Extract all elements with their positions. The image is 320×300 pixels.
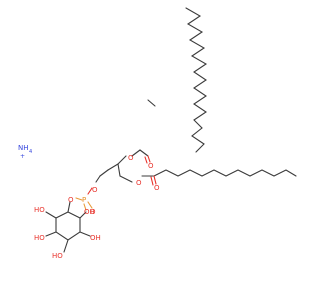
oleoyl-double-bond [147,99,156,107]
glycerol-bond-2 [117,163,121,177]
ester-upper-carbonyl-2 [144,156,148,164]
ester-upper [131,149,151,164]
phosphate-p-double [87,201,93,209]
ester-oxygen-upper: O [128,154,134,162]
phosphate-oxygen-inositol: O [68,196,74,204]
ammonium-subscript: 4 [29,149,32,155]
ammonium-ion: NH 4 + [18,144,32,160]
phosphate-hydroxyl: OH [84,208,95,216]
inositol-oh-5 [79,211,87,219]
phosphate-ch2 [95,175,101,183]
phosphate-p-o [75,197,83,201]
oleoyl-chain [147,7,208,153]
inositol-oh-2 [45,231,57,237]
molecule-structure: NH 4 + O O O O O P O O OH HO HO HO OH OH [18,7,297,260]
inositol-hexagon [55,211,81,241]
phosphate-group [75,175,101,211]
carbonyl-oxygen-upper: O [148,162,154,170]
glycerol-bond-1 [107,163,119,171]
inositol-oh-3 [63,239,69,253]
molecule-canvas: NH 4 + O O O O O P O O OH HO HO HO OH OH [18,7,297,260]
oleoyl-carbon-backbone [185,7,208,153]
phosphorus-atom: P [82,196,86,204]
phosphate-oxygen-link: O [92,186,98,194]
glycerol-bond-3 [117,155,127,165]
palmitoyl-carbon-backbone [153,169,297,177]
inositol-hydroxyl-4: OH [90,234,101,242]
glycerol-bond-5 [99,169,109,177]
phosphate-o-p [87,187,93,195]
phosphate-p-oh [83,203,87,211]
ester-upper-bond-2 [139,149,149,157]
inositol-oh-4 [79,231,91,237]
ester-upper-carbonyl [147,155,151,163]
ester-lower [141,175,157,186]
inositol-o-link [67,201,71,213]
glycerol-bond-4 [119,175,133,183]
ammonium-label: NH [18,144,29,152]
ammonium-charge: + [20,153,25,160]
ester-lower-carbonyl-2 [150,176,154,186]
inositol-hydroxyl-3: HO [52,252,63,260]
carbonyl-oxygen-lower: O [154,184,160,192]
inositol-hydroxyl-1: HO [34,206,45,214]
phosphate-oxygen-double: O [90,208,96,216]
glycerol-backbone [99,155,133,183]
palmitoyl-chain [153,169,297,177]
inositol-ring [45,201,91,253]
ester-oxygen-lower: O [136,179,142,187]
ester-upper-bond-1 [131,149,141,157]
ester-lower-carbonyl [153,175,157,185]
inositol-hydroxyl-2: HO [34,234,45,242]
inositol-oh-1 [45,211,57,219]
